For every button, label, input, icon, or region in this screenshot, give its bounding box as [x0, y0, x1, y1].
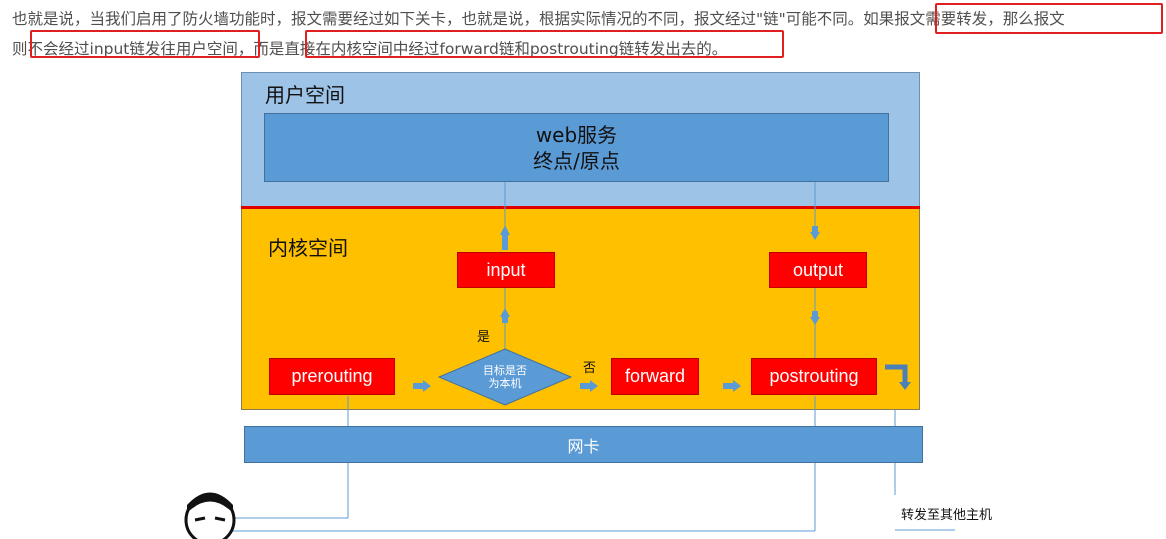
prerouting-chain: prerouting — [269, 358, 395, 395]
decision-line2: 为本机 — [488, 377, 522, 390]
article-text-6: 直接在内核空间中经过forward链和postrouting链转发出去的。 — [284, 40, 728, 58]
kernel-space-label: 内核空间 — [268, 236, 348, 260]
service-line2: 终点/原点 — [533, 148, 620, 173]
nic-label: 网卡 — [567, 436, 600, 456]
article-text-3: 则 — [12, 40, 28, 58]
yes-label: 是 — [477, 330, 491, 345]
forward-chain: forward — [611, 358, 699, 395]
article-text-4: 不会经过input链发往用户空间 — [27, 40, 238, 58]
article-paragraph: 也就是说，当我们启用了防火墙功能时，报文需要经过如下关卡，也就是说，根据实际情况… — [12, 4, 1162, 64]
network-card-box: 网卡 — [244, 426, 923, 463]
output-chain: output — [769, 252, 867, 288]
input-chain: input — [457, 252, 555, 288]
forward-host-label: 转发至其他主机 — [901, 508, 993, 523]
postrouting-chain: postrouting — [751, 358, 877, 395]
service-line1: web服务 — [535, 122, 618, 147]
user-face-icon — [184, 492, 236, 539]
highlight-box-3 — [305, 30, 784, 58]
decision-label: 目标是否 为本机 — [459, 364, 551, 390]
highlight-box-2 — [30, 30, 260, 58]
decision-line1: 目标是否 — [483, 364, 527, 377]
highlight-box-1 — [935, 3, 1163, 34]
article-text-2: 如果报文需要转发，那么报文 — [863, 10, 1065, 28]
article-text-5: ，而是 — [237, 40, 285, 58]
user-space-label: 用户空间 — [265, 83, 345, 107]
space-divider-line — [241, 206, 920, 209]
no-label: 否 — [583, 361, 597, 376]
article-text-1: 也就是说，当我们启用了防火墙功能时，报文需要经过如下关卡，也就是说，根据实际情况… — [12, 10, 864, 28]
web-service-box: web服务 终点/原点 — [264, 113, 889, 182]
